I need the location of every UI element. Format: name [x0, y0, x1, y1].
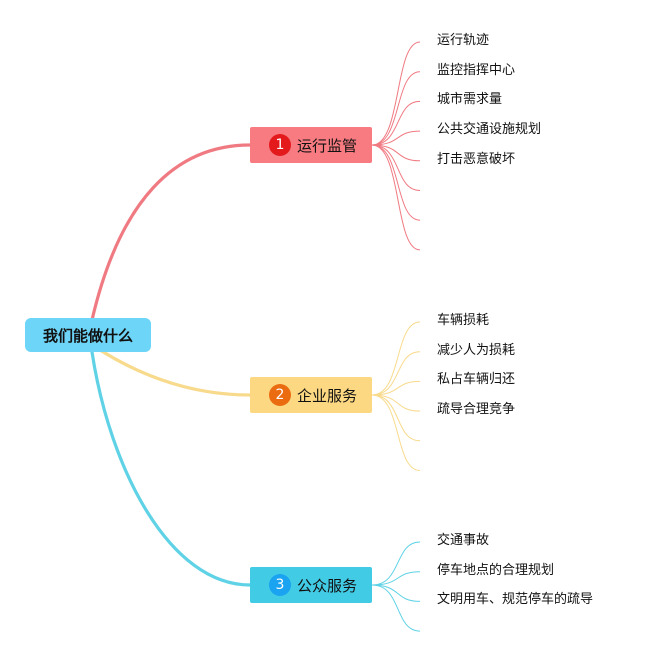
leaf-connector	[371, 144, 421, 251]
leaf-connector	[371, 380, 421, 396]
leaf-connector	[371, 321, 421, 396]
root-node[interactable]: 我们能做什么	[25, 318, 151, 352]
leaf-connector	[371, 351, 421, 396]
leaf-connector	[371, 144, 421, 221]
leaf-label[interactable]: 文明用车、规范停车的疏导	[437, 592, 594, 608]
leaf-label[interactable]: 打击恶意破坏	[437, 151, 516, 167]
branch-label: 运行监管	[296, 136, 357, 155]
leaf-label[interactable]: 监控指挥中心	[437, 62, 516, 78]
leaf-label[interactable]: 减少人为损耗	[437, 342, 516, 358]
leaf-connector	[371, 584, 421, 602]
leaf-connector	[371, 41, 421, 146]
leaf-label[interactable]: 疏导合理竞争	[437, 402, 516, 418]
leaf-connector	[371, 571, 421, 586]
leaf-label[interactable]: 车辆损耗	[437, 313, 490, 328]
leaf-connector	[371, 584, 421, 632]
leaf-connector	[371, 394, 421, 412]
branch-label: 企业服务	[296, 386, 357, 405]
leaf-label[interactable]: 城市需求量	[437, 92, 503, 108]
number-badge-icon: 3	[268, 574, 291, 596]
leaf-connector	[371, 541, 421, 586]
leaf-connector	[371, 71, 421, 146]
leaf-label[interactable]: 运行轨迹	[437, 33, 490, 48]
branch-node-operation[interactable]: 1 运行监管	[250, 127, 372, 163]
leaf-label[interactable]: 公共交通设施规划	[437, 122, 542, 138]
leaf-label[interactable]: 私占车辆归还	[437, 372, 516, 388]
branch-label: 公众服务	[296, 576, 357, 595]
leaf-connector	[371, 144, 421, 162]
leaf-label[interactable]: 停车地点的合理规划	[437, 562, 555, 578]
branch-node-enterprise[interactable]: 2 企业服务	[250, 377, 372, 413]
leaf-connector	[371, 130, 421, 146]
root-label: 我们能做什么	[42, 326, 133, 345]
leaf-connector	[371, 394, 421, 471]
branch-connector	[90, 350, 252, 587]
leaf-label[interactable]: 交通事故	[437, 533, 490, 548]
branch-node-public[interactable]: 3 公众服务	[250, 567, 372, 603]
branch-connector	[90, 143, 252, 322]
number-badge-icon: 2	[268, 384, 291, 406]
leaf-connector	[371, 394, 421, 442]
branch-connector	[98, 348, 252, 397]
leaf-connector	[371, 144, 421, 191]
number-badge-icon: 1	[268, 134, 291, 156]
leaf-connector	[371, 100, 421, 146]
